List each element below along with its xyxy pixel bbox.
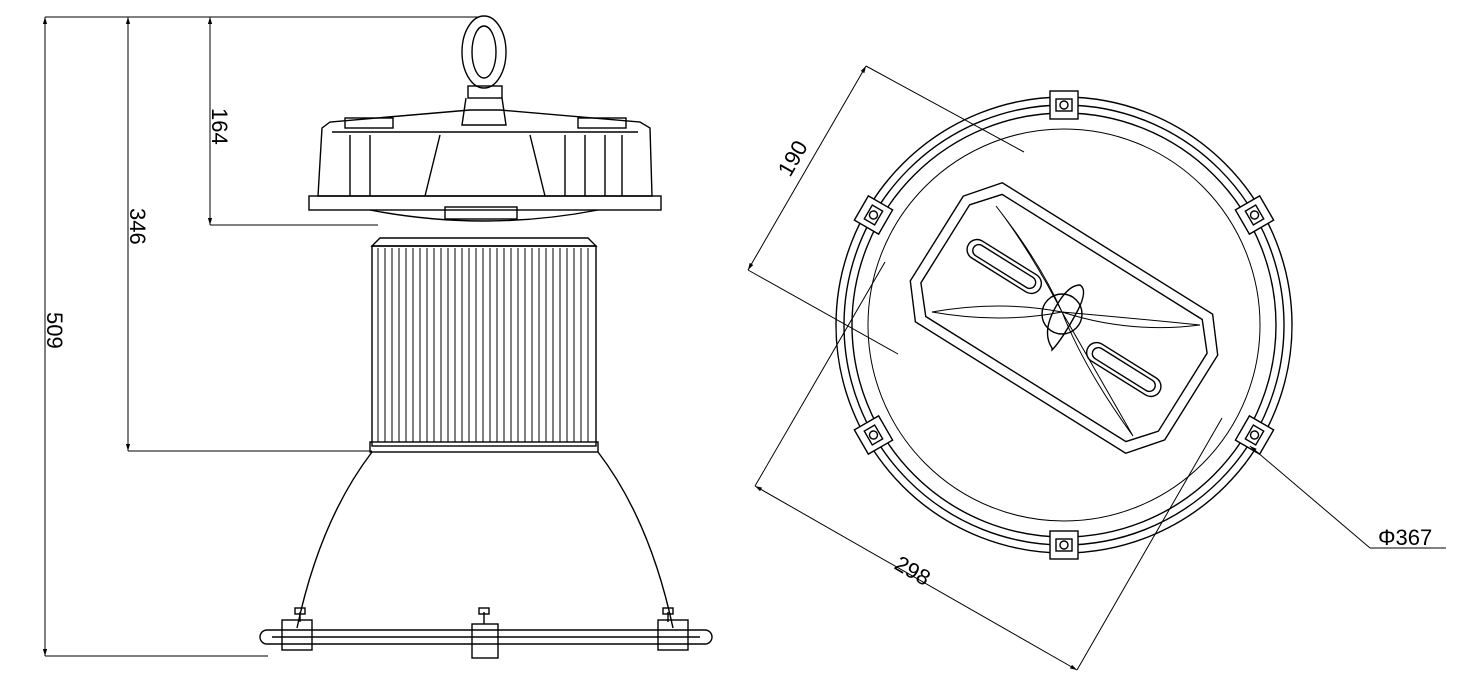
side-view: 164 346 509 (42, 15, 713, 659)
driver-plate (909, 181, 1219, 455)
dim-label-190: 190 (773, 136, 813, 180)
dim-label-diameter: Φ367 (1378, 525, 1432, 550)
center-hook (1041, 284, 1085, 352)
star-ribs (931, 205, 1201, 437)
reflector (296, 451, 674, 629)
dim-label-346: 346 (125, 208, 150, 245)
heat-sink-fins (377, 248, 589, 442)
extension-lines (45, 16, 478, 657)
ring-clip (853, 194, 894, 236)
hanging-hook (461, 15, 507, 126)
dim-label-164: 164 (207, 108, 232, 145)
ring-clip (1234, 414, 1275, 456)
dim-diameter-leader (1249, 445, 1446, 549)
ring-clip (1049, 90, 1079, 120)
dimension-lines (42, 17, 213, 656)
ring-clip (853, 414, 894, 456)
dim-190 (747, 65, 1025, 355)
dim-298 (754, 261, 1223, 671)
bottom-view: 190 298 Φ367 (747, 65, 1446, 671)
driver-housing (308, 109, 662, 222)
ring-clip (1234, 194, 1275, 236)
dim-label-509: 509 (42, 312, 67, 349)
ring-clip (1049, 530, 1079, 560)
outer-rings (835, 96, 1293, 554)
heat-sink (369, 237, 599, 453)
glass-frame (259, 607, 713, 659)
